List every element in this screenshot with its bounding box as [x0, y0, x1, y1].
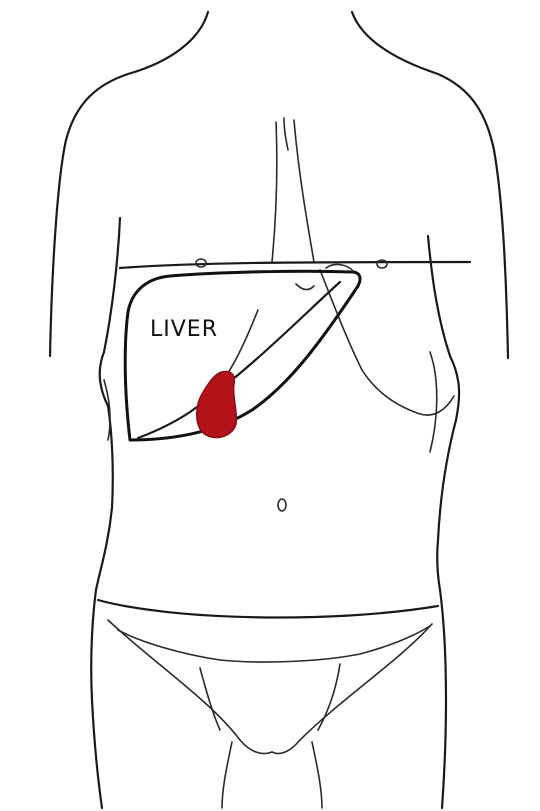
sternum — [272, 118, 314, 262]
liver-label: LIVER — [150, 317, 218, 342]
hip-outline — [91, 590, 446, 808]
navel — [278, 499, 286, 511]
gallbladder-shape — [197, 372, 237, 438]
rib-cage — [214, 270, 454, 415]
gallbladder — [197, 372, 237, 438]
chest-line — [120, 259, 470, 268]
torso-outline — [50, 12, 508, 590]
liver: LIVER — [125, 265, 360, 440]
